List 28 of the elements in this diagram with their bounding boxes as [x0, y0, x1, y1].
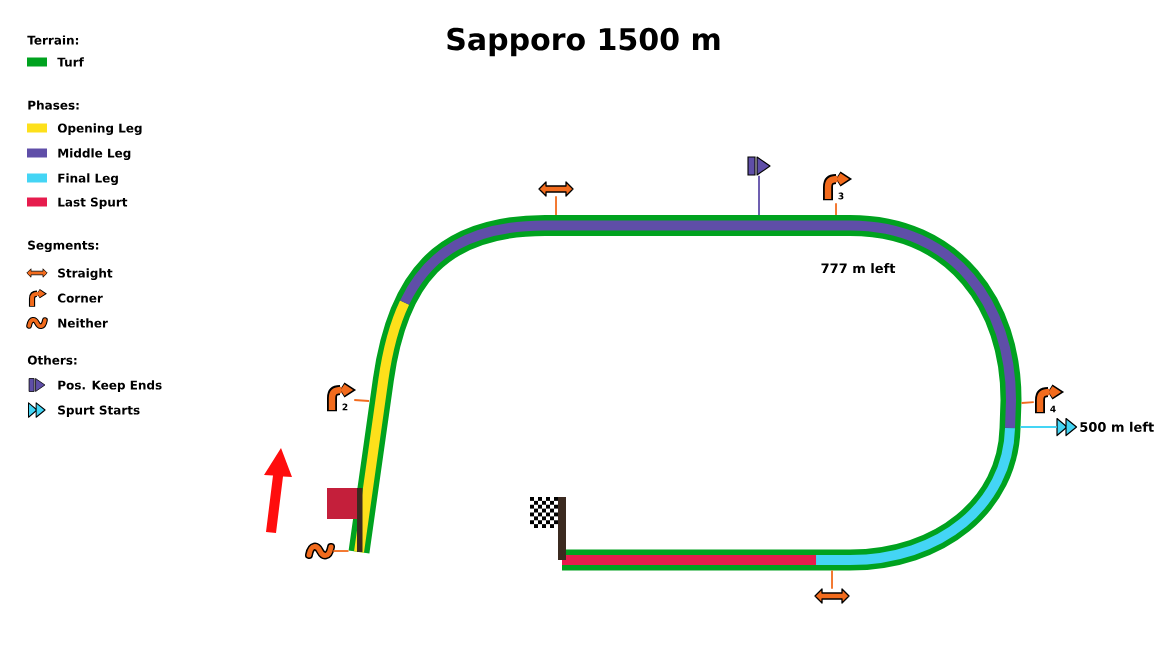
legend-label: Turf	[57, 57, 84, 67]
legend-label: Final Leg	[58, 173, 118, 185]
legend-heading: Segments:	[28, 240, 99, 253]
double-arrow-icon	[814, 588, 850, 604]
distance-label: 500 m left	[1080, 421, 1154, 432]
title: Sapporo 1500 m	[447, 27, 720, 57]
legend-label: Spurt Starts	[58, 405, 140, 417]
leader-line	[332, 550, 350, 552]
legend-heading: Others:	[27, 355, 77, 365]
wave-icon	[305, 542, 335, 560]
distance-label: 777 m left	[821, 263, 896, 274]
leader-line	[1020, 401, 1035, 404]
legend-heading: Terrain:	[27, 35, 79, 45]
legend-label: Neither	[58, 318, 108, 328]
double-arrow-icon	[538, 181, 574, 197]
legend-label: Middle Leg	[58, 148, 131, 160]
legend-label: Corner	[57, 293, 103, 303]
leader-line	[353, 399, 370, 402]
legend-label: Opening Leg	[57, 123, 142, 135]
legend-label: Straight	[58, 268, 113, 280]
flag-icon	[747, 156, 771, 176]
leader-line	[758, 174, 760, 216]
legend-heading: Phases:	[28, 100, 79, 110]
leader-line	[835, 202, 837, 216]
leader-line	[831, 569, 833, 590]
legend-label: Last Spurt	[58, 197, 128, 209]
legend-label: Pos. Keep Ends	[58, 380, 162, 392]
leader-line	[555, 195, 557, 216]
